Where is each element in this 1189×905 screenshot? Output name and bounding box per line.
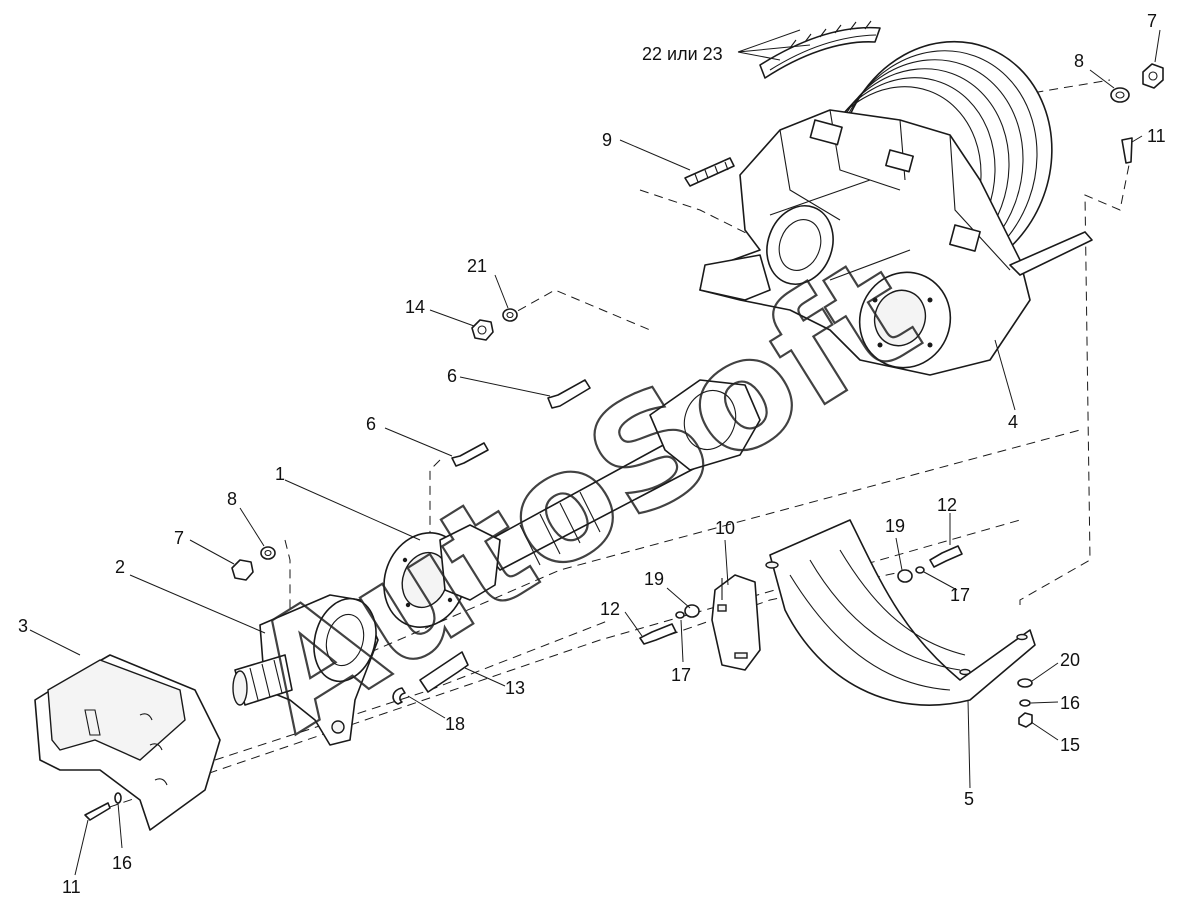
callout-16-right: 16 xyxy=(1060,693,1080,713)
callout-8-top: 8 xyxy=(1074,51,1084,71)
callout-20: 20 xyxy=(1060,650,1080,670)
callout-18: 18 xyxy=(445,714,465,734)
fasteners xyxy=(84,63,1164,821)
watermark: AutoSoft xyxy=(222,223,947,766)
callout-9: 9 xyxy=(602,130,612,150)
callout-12-left: 12 xyxy=(600,599,620,619)
leader-lines xyxy=(29,29,1161,876)
callout-5: 5 xyxy=(964,789,974,809)
callout-16-bottom: 16 xyxy=(112,853,132,873)
cardan-shaft-part xyxy=(383,379,761,628)
callout-17-left: 17 xyxy=(671,665,691,685)
callout-12-right: 12 xyxy=(937,495,957,515)
callout-17-right: 17 xyxy=(950,585,970,605)
output-flange-part xyxy=(232,594,379,746)
callout-2: 2 xyxy=(115,557,125,577)
callout-6-upper: 6 xyxy=(447,366,457,386)
callout-7-top: 7 xyxy=(1147,11,1157,31)
callout-6-lower: 6 xyxy=(366,414,376,434)
callout-13: 13 xyxy=(505,678,525,698)
belt-segment-part xyxy=(759,20,881,79)
callout-22-23: 22 или 23 xyxy=(642,44,723,64)
callout-7-left: 7 xyxy=(174,528,184,548)
callout-8-left: 8 xyxy=(227,489,237,509)
callout-11-top: 11 xyxy=(1147,126,1166,146)
gearbox-pulley-part xyxy=(699,40,1093,376)
callout-21: 21 xyxy=(467,256,487,276)
callout-3: 3 xyxy=(18,616,28,636)
callout-14: 14 xyxy=(405,297,425,317)
guard-cover-part xyxy=(34,654,221,831)
callout-19-right: 19 xyxy=(885,516,905,536)
callout-11-bottom: 11 xyxy=(62,877,81,897)
callout-4: 4 xyxy=(1008,412,1018,432)
bracket-part xyxy=(711,574,761,671)
callout-15: 15 xyxy=(1060,735,1080,755)
callout-19-left: 19 xyxy=(644,569,664,589)
callout-1: 1 xyxy=(275,464,285,484)
callout-10: 10 xyxy=(715,518,735,538)
callout-labels: 22 или 23 7 8 11 9 21 14 6 6 4 1 8 7 2 3… xyxy=(18,11,1166,897)
strap-shield-part xyxy=(765,519,1036,706)
